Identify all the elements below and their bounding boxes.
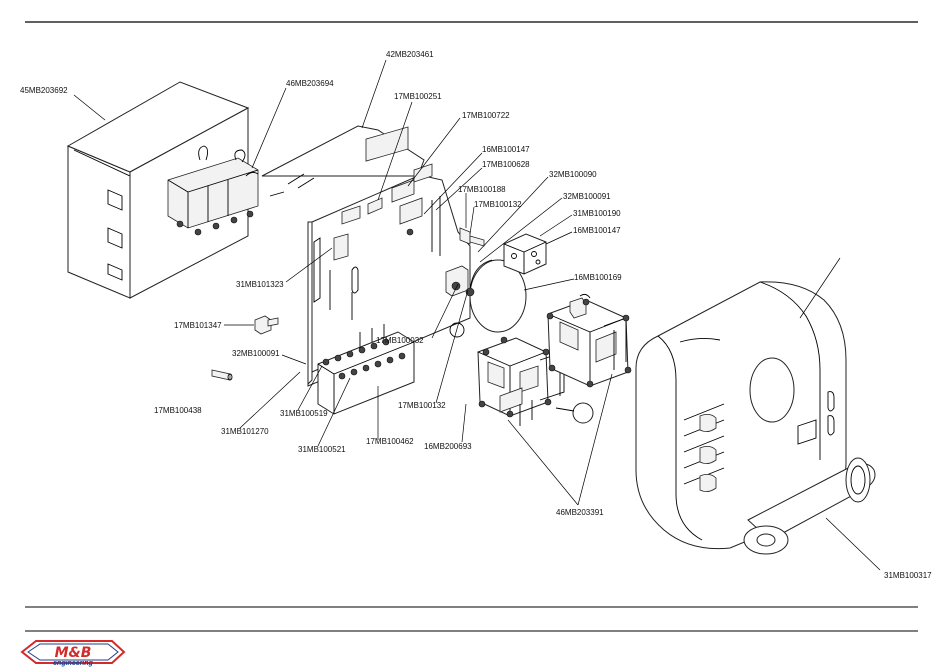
callout-31MB100190: 31MB100190 [573, 209, 621, 218]
manifold-row [317, 324, 415, 415]
callout-32MB100091-b: 32MB100091 [232, 349, 280, 358]
callout-17MB100132-a: 17MB100132 [474, 200, 522, 209]
loose-fittings [211, 315, 279, 381]
callout-46MB203391: 46MB203391 [556, 508, 604, 517]
callout-16MB100147-b: 16MB100147 [573, 226, 621, 235]
callout-31MB101270: 31MB101270 [221, 427, 269, 436]
valve-block [167, 145, 259, 236]
callout-17MB100628: 17MB100628 [482, 160, 530, 169]
reservoir-cylinder [445, 259, 527, 333]
plate-fittings [333, 163, 485, 261]
callout-17MB101347: 17MB101347 [174, 321, 222, 330]
callout-31MB100521: 31MB100521 [298, 445, 346, 454]
callout-17MB100188: 17MB100188 [458, 185, 506, 194]
logo-swoosh [20, 640, 126, 664]
leader-lines [73, 59, 881, 571]
callout-31MB101323: 31MB101323 [236, 280, 284, 289]
callout-42MB203461: 42MB203461 [386, 50, 434, 59]
callout-16MB100147-a: 16MB100147 [482, 145, 530, 154]
callout-labels: 45MB203692 46MB203694 42MB203461 17MB100… [20, 50, 932, 580]
logo-mark: M&B [55, 645, 92, 661]
callout-17MB100032: 17MB100032 [376, 336, 424, 345]
callout-17MB100251: 17MB100251 [394, 92, 442, 101]
callout-17MB100462: 17MB100462 [366, 437, 414, 446]
outer-housing [635, 281, 847, 550]
callout-17MB100132-b: 17MB100132 [398, 401, 446, 410]
callout-46MB203694: 46MB203694 [286, 79, 334, 88]
callout-32MB100090: 32MB100090 [549, 170, 597, 179]
main-plate [261, 125, 471, 387]
callout-16MB200693: 16MB200693 [424, 442, 472, 451]
valve-cluster-upper [546, 293, 632, 388]
mb-logo: M&B engineering [20, 640, 126, 667]
callout-32MB100091-a: 32MB100091 [563, 192, 611, 201]
handle [743, 457, 876, 555]
callout-16MB100169: 16MB100169 [574, 273, 622, 282]
callout-45MB203692: 45MB203692 [20, 86, 68, 95]
valve-cluster [477, 336, 594, 426]
callout-31MB100317: 31MB100317 [884, 571, 932, 580]
callout-17MB100438: 17MB100438 [154, 406, 202, 415]
logo-subtitle: engineering [53, 660, 93, 667]
callout-17MB100722: 17MB100722 [462, 111, 510, 120]
callout-31MB100519: 31MB100519 [280, 409, 328, 418]
small-block [503, 233, 547, 275]
